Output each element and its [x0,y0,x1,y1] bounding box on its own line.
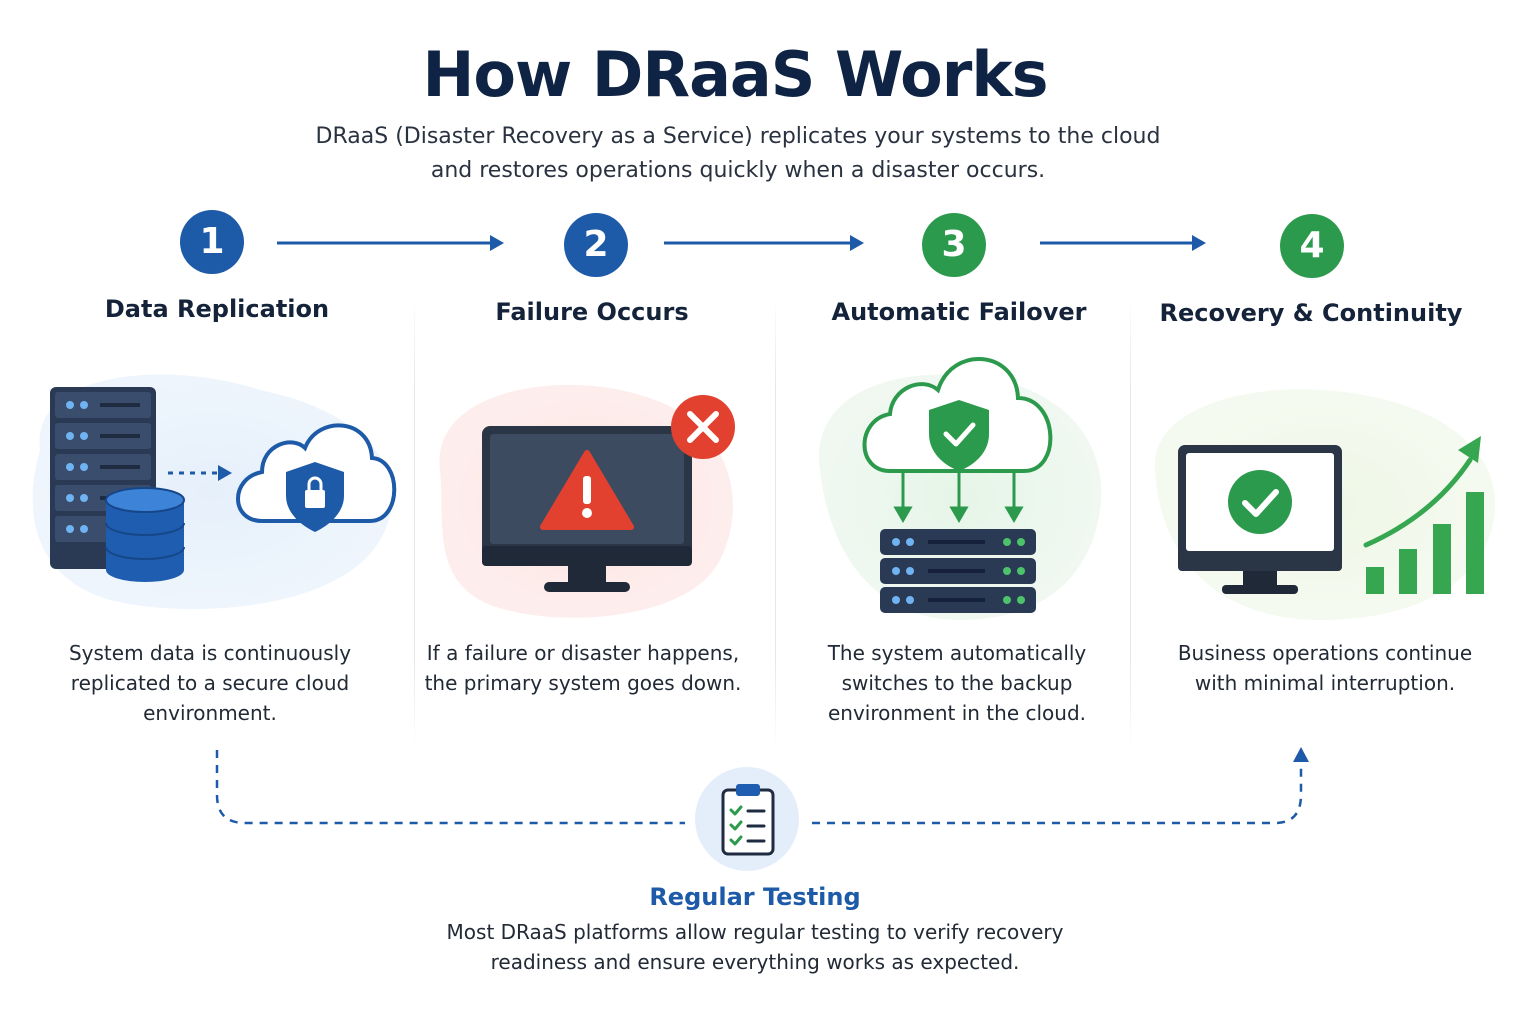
step-number-2: 2 [564,213,628,277]
error-icon [671,395,735,459]
step-arrow [664,235,864,251]
shield-check-icon [929,400,989,471]
step-description-2: If a failure or disaster happens, the pr… [424,641,742,695]
step-title-4: Recovery & Continuity [1159,299,1463,327]
step-description-1: System data is continuously replicated t… [68,641,352,725]
step-title-3: Automatic Failover [831,298,1087,326]
testing-description: Most DRaaS platforms allow regular testi… [446,920,1064,974]
step-arrow [1040,235,1206,251]
clipboard-icon [695,767,799,871]
testing-title: Regular Testing [649,883,861,911]
step-description-3: The system automatically switches to the… [827,641,1087,725]
check-circle-icon [1228,470,1292,534]
recovery-illustration [1154,389,1496,620]
step-number-4: 4 [1280,214,1344,278]
page-title: How DRaaS Works [422,38,1049,111]
column-divider [775,295,776,750]
growth-chart-icon [1363,436,1484,594]
step-arrow [277,235,504,251]
step-title-2: Failure Occurs [495,298,689,326]
page-subtitle: DRaaS (Disaster Recovery as a Service) r… [315,124,1161,183]
step-description-4: Business operations continue with minima… [1177,641,1473,695]
warning-icon [540,450,634,530]
failover-illustration [819,356,1102,620]
step-title-1: Data Replication [104,295,330,323]
column-divider [414,295,415,750]
step-number-1: 1 [180,210,244,274]
column-divider [1130,295,1131,750]
testing-loop-path [215,747,1309,825]
server-icon [880,529,1036,613]
shield-lock-icon [286,462,344,532]
database-icon [105,487,185,582]
step-number-3: 3 [922,213,986,277]
failure-illustration [439,384,735,618]
replication-illustration [32,374,397,610]
